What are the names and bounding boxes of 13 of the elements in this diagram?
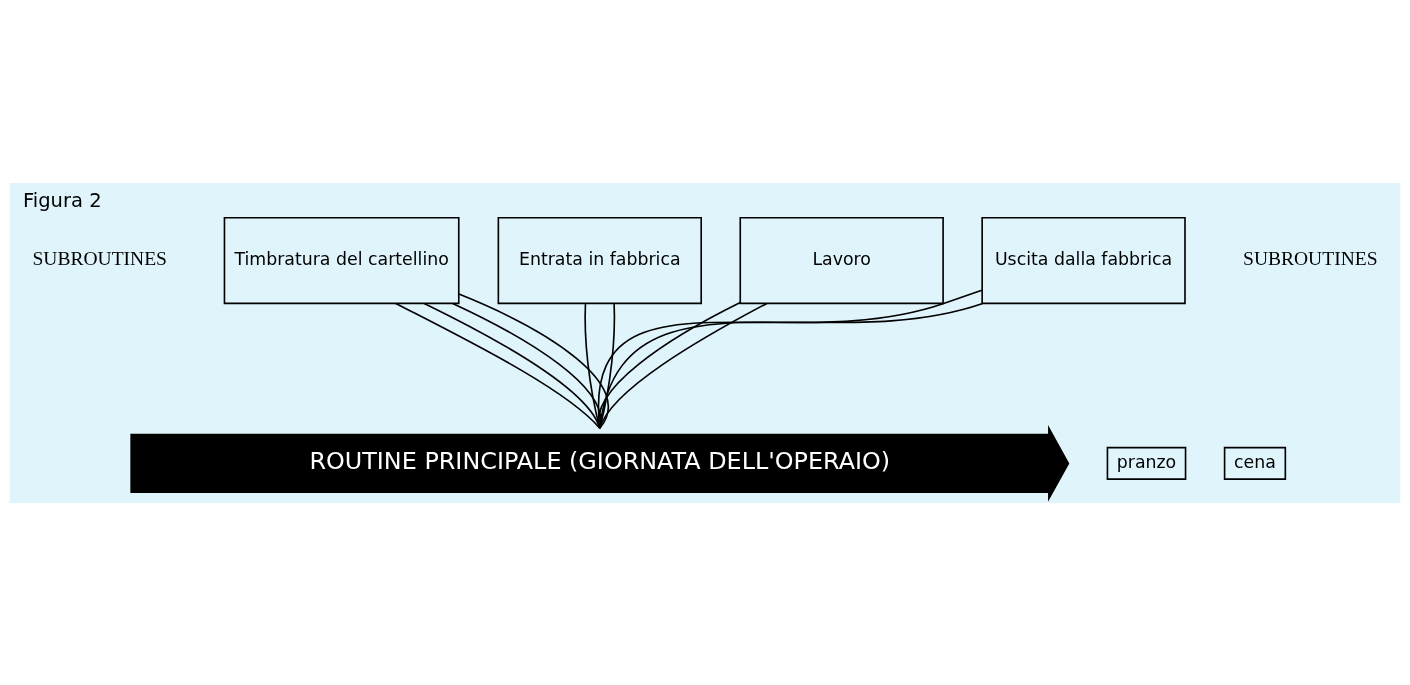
connector [584, 302, 601, 429]
node-box: Entrata in fabbrica [497, 216, 702, 304]
node-box: Uscita dalla fabbrica [981, 216, 1186, 304]
label: SUBROUTINES [32, 247, 167, 269]
connector [451, 302, 602, 429]
node-box: pranzo [1106, 446, 1187, 480]
connector [458, 292, 610, 429]
node-box: Timbratura del cartellino [223, 216, 460, 304]
node-box: Lavoro [739, 216, 944, 304]
label: SUBROUTINES [1243, 247, 1378, 269]
connector [598, 302, 768, 429]
diagram-title: Figura 2 [22, 188, 102, 212]
node-box: cena [1223, 446, 1287, 480]
